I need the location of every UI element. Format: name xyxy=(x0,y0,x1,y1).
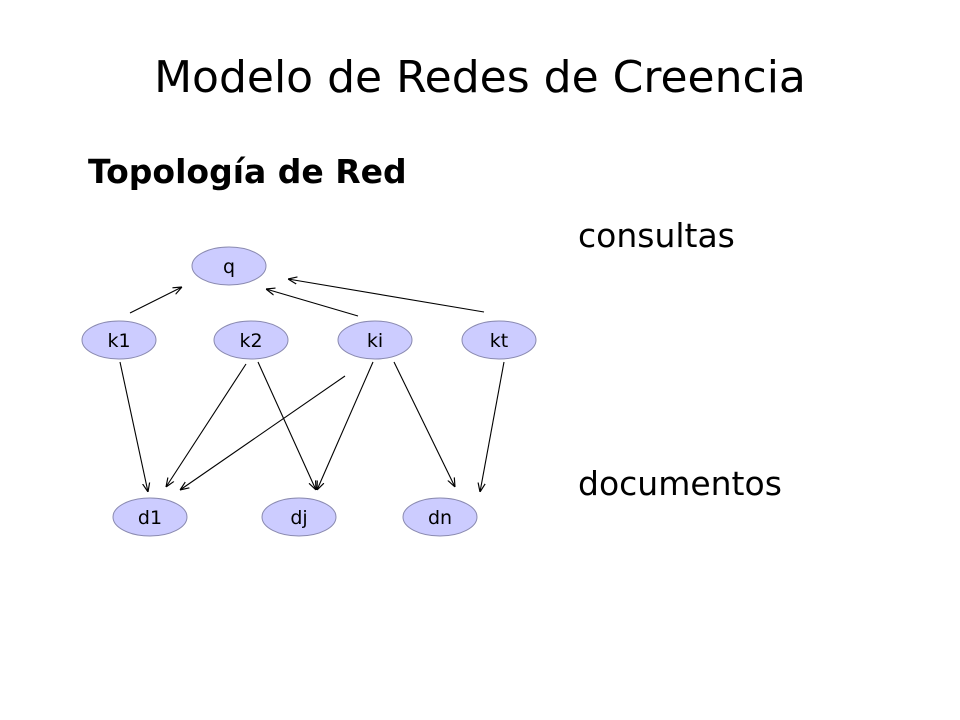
edge-ki-d1 xyxy=(180,375,346,490)
node-k2-shape xyxy=(213,320,289,360)
nodes-layer: q k1 k2 ki kt d1 dj dn xyxy=(81,246,537,537)
node-ki: ki xyxy=(337,320,413,360)
node-q-shape xyxy=(191,246,267,286)
node-d1: d1 xyxy=(112,497,188,537)
node-d1-label: d1 xyxy=(138,507,162,529)
edge-k1-d1 xyxy=(119,361,148,492)
edge-k2-dj xyxy=(257,361,316,490)
documents-layer-label: documentos xyxy=(578,464,782,503)
node-d1-shape xyxy=(112,497,188,537)
slide-title: Modelo de Redes de Creencia xyxy=(154,52,806,103)
edge-k1-q xyxy=(129,287,182,314)
node-kt: kt xyxy=(461,320,537,360)
edge-kt-q xyxy=(288,279,485,313)
node-k2-label: k2 xyxy=(239,330,262,352)
edge-kt-dn xyxy=(480,361,505,492)
node-dj-label: dj xyxy=(290,507,307,529)
node-ki-shape xyxy=(337,320,413,360)
node-dj-shape xyxy=(261,497,337,537)
node-dn-label: dn xyxy=(428,507,452,529)
node-k1-shape xyxy=(81,320,157,360)
node-q: q xyxy=(191,246,267,286)
node-dn-shape xyxy=(402,497,478,537)
node-kt-label: kt xyxy=(490,330,508,352)
node-dj: dj xyxy=(261,497,337,537)
slide-subtitle: Topología de Red xyxy=(88,152,407,191)
edge-ki-q xyxy=(266,289,359,317)
edge-k2-d1 xyxy=(166,363,247,487)
queries-layer-label: consultas xyxy=(578,216,735,255)
edge-ki-dj xyxy=(317,361,374,490)
node-k2: k2 xyxy=(213,320,289,360)
node-dn: dn xyxy=(402,497,478,537)
node-k1: k1 xyxy=(81,320,157,360)
edges-layer xyxy=(119,279,505,492)
node-ki-label: ki xyxy=(367,330,383,352)
node-q-label: q xyxy=(223,256,235,278)
node-k1-label: k1 xyxy=(107,330,130,352)
node-kt-shape xyxy=(461,320,537,360)
edge-ki-dn xyxy=(393,361,455,487)
